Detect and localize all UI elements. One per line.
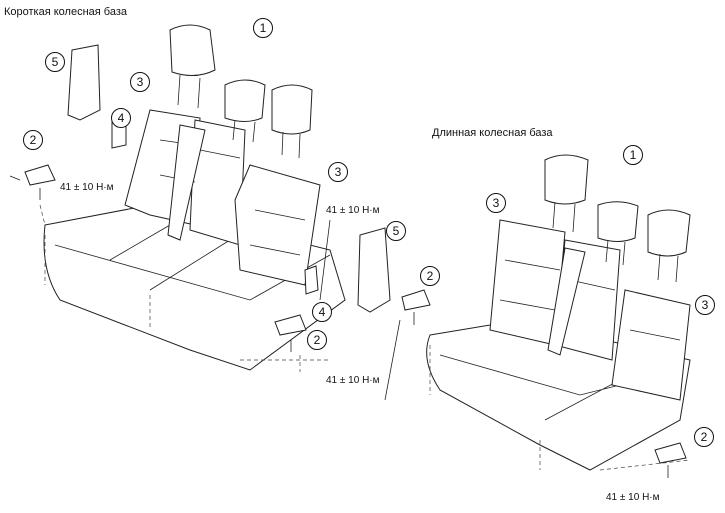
callout-1: 1 bbox=[253, 18, 273, 38]
callout-2: 2 bbox=[23, 130, 43, 150]
torque-label: 41 ± 10 Н·м bbox=[326, 205, 380, 216]
torque-label: 41 ± 10 Н·м bbox=[326, 375, 380, 386]
callout-3: 3 bbox=[486, 193, 506, 213]
callout-4: 4 bbox=[111, 108, 131, 128]
long-wheelbase-title: Длинная колесная база bbox=[432, 127, 553, 139]
torque-label: 41 ± 10 Н·м bbox=[606, 492, 660, 503]
callout-3: 3 bbox=[130, 72, 150, 92]
callout-4: 4 bbox=[312, 302, 332, 322]
callout-3: 3 bbox=[328, 162, 348, 182]
callout-5: 5 bbox=[386, 221, 406, 241]
callout-2: 2 bbox=[694, 427, 714, 447]
callout-1: 1 bbox=[623, 145, 643, 165]
callout-2: 2 bbox=[307, 330, 327, 350]
short-base-seat-drawing bbox=[9, 24, 431, 401]
callout-3: 3 bbox=[695, 295, 715, 315]
callout-5: 5 bbox=[45, 52, 65, 72]
long-base-seat-drawing bbox=[426, 154, 691, 478]
callout-2: 2 bbox=[420, 266, 440, 286]
short-wheelbase-title: Короткая колесная база bbox=[4, 6, 127, 18]
torque-label: 41 ± 10 Н·м bbox=[60, 182, 114, 193]
